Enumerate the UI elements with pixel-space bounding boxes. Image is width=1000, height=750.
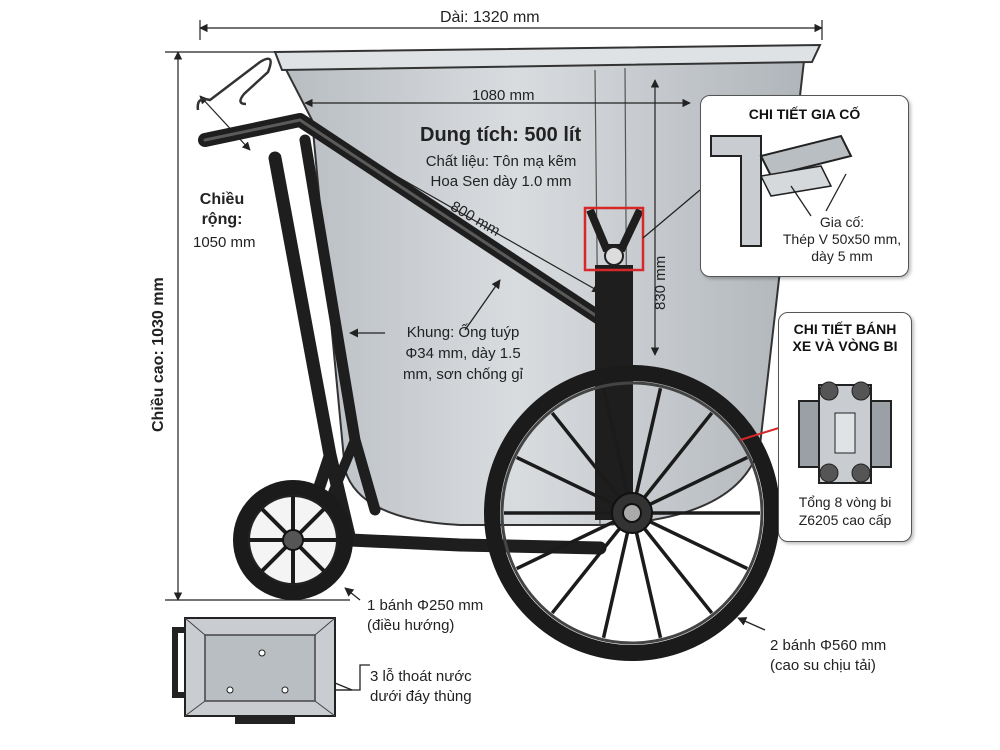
- wheel-spoke: [634, 387, 663, 494]
- reinforce-detail-box: CHI TIẾT GIA CỐ Gia cố: Thép V 50x50 mm,…: [700, 95, 909, 277]
- rear-wheel-icon: [484, 365, 780, 661]
- dimension-lines: [165, 20, 823, 601]
- wheel-spoke: [515, 520, 615, 571]
- length-label: Dài: 1320 mm: [440, 9, 540, 26]
- bearing-detail-box: CHI TIẾT BÁNH XE VÀ VÒNG BI Tổng 8 vòng …: [778, 312, 912, 542]
- front-wheel-note: 1 bánh Φ250 mm (điều hướng): [367, 597, 484, 634]
- hook-icon: [196, 57, 272, 111]
- frame-note: Khung: Ống tuýp Φ34 mm, dày 1.5 mm, sơn …: [403, 324, 523, 383]
- width-title: Chiều rộng:: [199, 191, 245, 228]
- bearing-icon: [798, 381, 892, 484]
- axle-post: [583, 206, 645, 520]
- wheel-spoke: [550, 527, 621, 615]
- material-label: Chất liệu: Tôn mạ kẽm Hoa Sen dày 1.0 mm: [425, 153, 577, 190]
- bottom-view-icon: [172, 617, 336, 724]
- wheel-spoke: [649, 455, 749, 506]
- wheel-spoke: [601, 387, 630, 494]
- wheel-spoke: [634, 532, 663, 639]
- height-label: Chiều cao: 1030 mm: [150, 277, 167, 432]
- rear-wheel-note: 2 bánh Φ560 mm (cao su chịu tải): [770, 637, 887, 674]
- angle-steel-icon: [710, 134, 853, 247]
- top-inner-label: 1080 mm: [472, 87, 535, 104]
- wheel-spoke: [643, 411, 714, 499]
- wheel-spoke: [550, 411, 621, 499]
- front-wheel-icon: [233, 480, 353, 600]
- reinforce-note: Gia cố: Thép V 50x50 mm, dày 5 mm: [782, 214, 902, 264]
- reinforce-box-title: CHI TIẾT GIA CỐ: [748, 106, 861, 122]
- inner-height-label: 830 mm: [652, 255, 669, 310]
- wheel-spoke: [643, 527, 714, 615]
- capacity-title: Dung tích: 500 lít: [420, 124, 582, 146]
- bearing-note: Tổng 8 vòng bi Z6205 cao cấp: [798, 494, 892, 528]
- wheel-spoke: [601, 532, 630, 639]
- drain-note: 3 lỗ thoát nước dưới đáy thùng: [370, 668, 472, 705]
- wheel-spoke: [515, 455, 615, 506]
- bearing-box-title: CHI TIẾT BÁNH XE VÀ VÒNG BI: [792, 321, 898, 354]
- wheel-spoke: [649, 520, 749, 571]
- width-value: 1050 mm: [193, 234, 256, 251]
